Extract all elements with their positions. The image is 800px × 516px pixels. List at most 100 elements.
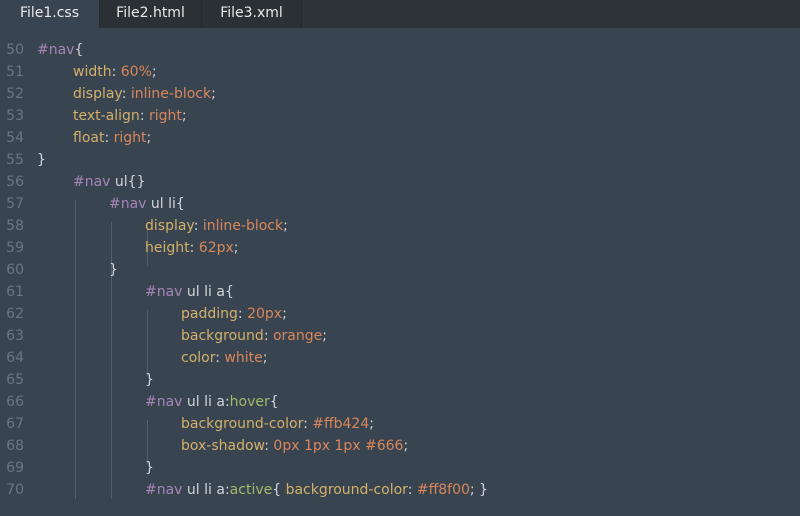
code-text: height: 62px; (145, 237, 239, 259)
token-plain: ; (403, 438, 409, 454)
code-line[interactable]: 63 background: orange; (0, 325, 800, 347)
indent-guide (75, 200, 76, 499)
code-text: #nav ul li a:active{ background-color: #… (145, 479, 488, 501)
token-prop: padding (181, 306, 238, 322)
code-text: #nav{ (37, 39, 83, 61)
token-plain: ; (211, 86, 216, 102)
token-sel: #nav (145, 284, 183, 300)
token-plain: ; (146, 130, 152, 146)
line-number: 54 (6, 130, 24, 146)
token-plain: ; (233, 240, 239, 256)
code-line[interactable]: 55} (0, 149, 800, 171)
token-prop: color (181, 350, 216, 366)
token-plain: { (272, 482, 286, 498)
code-text: #nav ul{} (73, 171, 146, 193)
line-number: 50 (6, 42, 24, 58)
indent-guide (147, 222, 148, 266)
line-number: 52 (6, 86, 24, 102)
code-line[interactable]: 61 #nav ul li a{ (0, 281, 800, 303)
code-text: text-align: right; (73, 105, 187, 127)
code-text: background: orange; (181, 325, 327, 347)
token-plain: { (74, 42, 84, 58)
line-number: 55 (6, 152, 24, 168)
token-val: 62px (198, 240, 234, 256)
token-prop: height (145, 240, 190, 256)
token-plain: ul li{ (146, 196, 185, 212)
token-prop: width (73, 64, 112, 80)
token-val: right (113, 130, 147, 146)
code-line[interactable]: 68 box-shadow: 0px 1px 1px #666; (0, 435, 800, 457)
code-line[interactable]: 60} (0, 259, 800, 281)
token-sel: #nav (145, 482, 183, 498)
token-plain: ; } (469, 482, 488, 498)
code-text: } (109, 259, 118, 281)
token-prop: display (145, 218, 194, 234)
line-number: 61 (6, 284, 24, 300)
code-text: display: inline-block; (145, 215, 288, 237)
line-number: 68 (6, 438, 24, 454)
token-plain: : (263, 328, 273, 344)
tab-file2-html[interactable]: File2.html (100, 0, 202, 28)
code-line[interactable]: 70 #nav ul li a:active{ background-color:… (0, 479, 800, 501)
token-prop: display (73, 86, 122, 102)
code-line[interactable]: 56 #nav ul{} (0, 171, 800, 193)
token-val: inline-block (202, 218, 284, 234)
code-text: color: white; (181, 347, 267, 369)
tab-file3-xml[interactable]: File3.xml (202, 0, 302, 28)
code-line[interactable]: 69} (0, 457, 800, 479)
token-plain: ul li a: (182, 482, 230, 498)
code-text: display: inline-block; (73, 83, 216, 105)
token-plain: ; (283, 218, 288, 234)
line-number: 63 (6, 328, 24, 344)
token-plain: } (37, 152, 46, 168)
code-text: #nav ul li a{ (145, 281, 234, 303)
token-plain: : (104, 130, 114, 146)
line-number: 66 (6, 394, 24, 410)
code-text: } (145, 457, 154, 479)
token-plain: : (139, 108, 149, 124)
token-prop: background (181, 328, 264, 344)
code-text: box-shadow: 0px 1px 1px #666; (181, 435, 408, 457)
code-line[interactable]: 65} (0, 369, 800, 391)
token-plain: } (109, 262, 118, 278)
code-text: } (145, 369, 154, 391)
token-plain: ; (151, 64, 157, 80)
indent-guide (111, 222, 112, 499)
code-line[interactable]: 66#nav ul li a:hover{ (0, 391, 800, 413)
code-line[interactable]: 57#nav ul li{ (0, 193, 800, 215)
token-plain: ; (181, 108, 187, 124)
token-val: white (224, 350, 263, 366)
line-number: 56 (6, 174, 24, 190)
code-line[interactable]: 52 display: inline-block; (0, 83, 800, 105)
code-line[interactable]: 50 #nav{ (0, 39, 800, 61)
token-val: inline-block (130, 86, 212, 102)
token-prop: background-color (181, 416, 304, 432)
tab-file1-css[interactable]: File1.css (0, 0, 100, 28)
token-plain: } (145, 372, 154, 388)
token-plain: : (121, 86, 131, 102)
token-val: 60% (120, 64, 152, 80)
token-plain: : (189, 240, 199, 256)
token-val: 20px (247, 306, 283, 322)
line-number: 53 (6, 108, 24, 124)
line-number: 60 (6, 262, 24, 278)
token-plain: ul li a: (182, 394, 230, 410)
token-plain: ul{} (110, 174, 146, 190)
token-prop: text-align (73, 108, 140, 124)
line-number: 57 (6, 196, 24, 212)
line-number: 62 (6, 306, 24, 322)
token-prop: box-shadow (181, 438, 265, 454)
token-plain: : (193, 218, 203, 234)
token-sel: #nav (73, 174, 111, 190)
code-line[interactable]: 53 text-align: right; (0, 105, 800, 127)
line-number: 70 (6, 482, 24, 498)
token-plain: : (264, 438, 274, 454)
